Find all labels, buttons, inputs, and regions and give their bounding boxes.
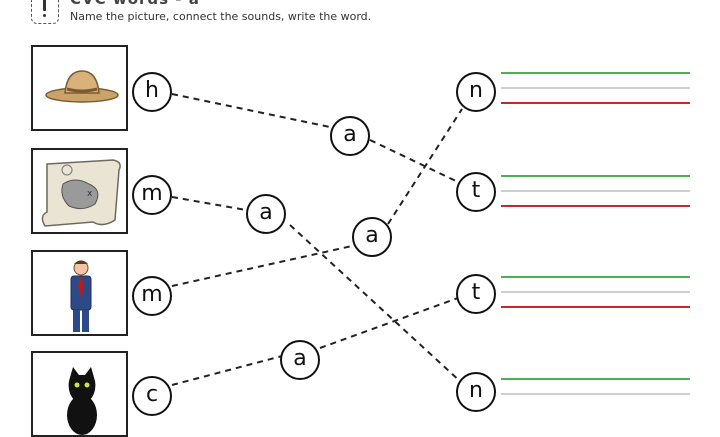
writing-base-line bbox=[501, 102, 690, 104]
writing-mid-line bbox=[501, 291, 690, 293]
writing-top-line bbox=[501, 72, 690, 74]
svg-text:x: x bbox=[87, 189, 93, 199]
writing-top-line bbox=[501, 378, 690, 380]
start-sound-circle[interactable]: m bbox=[132, 276, 172, 316]
writing-mid-line bbox=[501, 87, 690, 89]
writing-mid-line bbox=[501, 393, 690, 395]
treasure-map-icon: x bbox=[41, 159, 121, 227]
end-sound-circle[interactable]: t bbox=[456, 274, 496, 314]
line-a-to-t2 bbox=[319, 297, 459, 349]
start-sound-circle[interactable]: m bbox=[132, 175, 172, 215]
line-h-to-a bbox=[171, 93, 331, 128]
start-sound-circle[interactable]: h bbox=[132, 72, 172, 112]
start-sound-circle[interactable]: c bbox=[132, 376, 172, 416]
cowboy-hat-icon bbox=[45, 70, 119, 103]
worksheet-instructions: Name the picture, connect the sounds, wr… bbox=[70, 10, 372, 23]
exclamation-icon bbox=[31, 0, 59, 24]
connection-lines bbox=[171, 93, 463, 386]
writing-top-line bbox=[501, 175, 690, 177]
writing-top-line bbox=[501, 276, 690, 278]
line-m-to-a2 bbox=[171, 245, 353, 287]
vowel-circle[interactable]: a bbox=[352, 217, 392, 257]
end-sound-circle[interactable]: n bbox=[456, 72, 496, 112]
end-sound-circle[interactable]: t bbox=[456, 172, 496, 212]
vowel-circle[interactable]: a bbox=[280, 340, 320, 380]
line-a-to-n bbox=[289, 224, 463, 384]
writing-base-line bbox=[501, 205, 690, 207]
end-sound-circle[interactable]: n bbox=[456, 372, 496, 412]
line-a-to-t bbox=[369, 139, 459, 183]
vowel-circle[interactable]: a bbox=[246, 194, 286, 234]
picture-man-in-suit bbox=[31, 250, 128, 336]
writing-mid-line bbox=[501, 190, 690, 192]
picture-cowboy-hat bbox=[31, 45, 128, 131]
picture-treasure-map: x bbox=[31, 148, 128, 234]
writing-base-line bbox=[501, 306, 690, 308]
worksheet-title: CVC words - a bbox=[70, 0, 200, 8]
line-m-to-a bbox=[171, 196, 247, 211]
vowel-circle[interactable]: a bbox=[330, 116, 370, 156]
line-a-to-n-top bbox=[387, 108, 463, 225]
line-c-to-a bbox=[171, 354, 287, 386]
worksheet-header: CVC words - a Name the picture, connect … bbox=[0, 0, 720, 34]
man-in-suit-icon bbox=[70, 260, 92, 332]
